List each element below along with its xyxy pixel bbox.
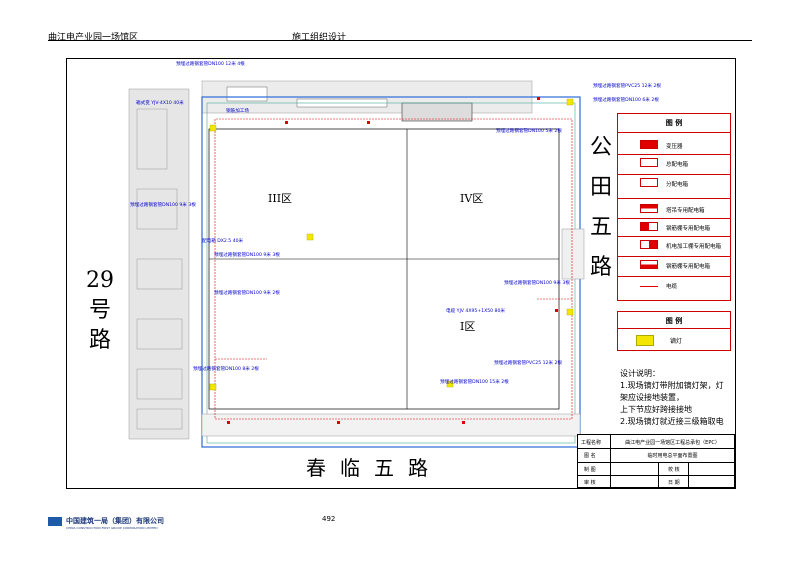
tb-project-label: 工程名称 <box>581 440 602 446</box>
road-right-name: 公田五路 <box>589 135 612 280</box>
footer-company: 中国建筑一局（集团）有限公司 <box>66 517 164 525</box>
label-pipe-top-right: 预埋过路钢套管PVC25 12米 2根 <box>593 84 661 89</box>
rebar-box2-icon <box>640 260 658 269</box>
left-buildings <box>128 88 190 440</box>
label-pipe-mid-right: 预埋过路钢套管DN100 5米 2根 <box>496 129 562 134</box>
rebar-box-icon <box>640 222 658 231</box>
tower-box-icon <box>640 204 658 213</box>
tb-project-value: 曲江电产业园一场馆区工程总承包（EPC） <box>625 440 720 446</box>
notes-title: 设计说明： <box>620 369 660 378</box>
lamp-icon <box>636 335 654 346</box>
zone-3: III区 <box>268 192 293 205</box>
notes-line-3: 上下节应好跨接接地 <box>620 405 692 414</box>
mep-box-icon <box>640 240 658 249</box>
design-notes: 设计说明： 1.现场镝灯带附加镝灯架，灯 架应设接地装置， 上下节应好跨接接地 … <box>620 368 724 428</box>
label-pipe-bottom: 预埋过路钢套管DN100 15米 2根 <box>440 380 509 385</box>
zone-4: IV区 <box>460 192 484 205</box>
site-plan <box>128 80 585 448</box>
label-pipe-center2: 预埋过路钢套管DN100 9米 2根 <box>214 291 280 296</box>
notes-line-2: 架应设接地装置， <box>620 393 684 402</box>
road-bottom-name: 春临五路 <box>306 456 442 480</box>
label-transformer-left: 箱式变 YJV-4X10 40米 <box>136 101 184 106</box>
tb-made-label: 制 图 <box>584 467 596 473</box>
legend-item-6: 机电加工棚专用配电箱 <box>666 244 722 250</box>
transformer-icon <box>640 140 658 149</box>
title-block: 工程名称 曲江电产业园一场馆区工程总承包（EPC） 图 名 临时用电总平面布置图… <box>577 434 735 488</box>
label-pipe-bottom-left: 预埋过路钢套管DN100 8米 2根 <box>193 367 259 372</box>
road-left-name: 29号路 <box>86 268 114 353</box>
label-pipe-right-mid: 预埋过路钢套管DN100 9米 3根 <box>504 281 570 286</box>
company-logo-icon <box>48 517 62 526</box>
legend-item-3: 分配电箱 <box>666 182 689 188</box>
tb-date-label: 日 期 <box>668 480 680 486</box>
label-electric-left: 配电箱 DX2.5 40米 <box>202 239 244 244</box>
tb-check-label: 校 核 <box>668 467 680 473</box>
legend-item-8: 电缆 <box>666 284 678 290</box>
label-steel-yard: 钢筋加工场 <box>226 109 249 114</box>
sub-box-icon <box>640 178 658 187</box>
tb-drawing-value: 临时用电总平面布置图 <box>647 453 698 459</box>
header-left-title: 曲江电产业园一场馆区 <box>48 33 139 43</box>
label-pipe-top-right2: 预埋过路钢套管DN100 6米 2根 <box>593 98 659 103</box>
zone-1: I区 <box>460 320 476 333</box>
notes-line-4: 2.现场镝灯就近接三级箱取电 <box>620 417 724 426</box>
legend2-panel: 图 例 镝灯 <box>617 311 731 351</box>
legend-item-7: 钢筋棚专用配电箱 <box>666 264 711 270</box>
header-rule <box>48 40 752 41</box>
label-pipe-lower-right: 预埋过路钢套管PVC25 12米 2根 <box>494 361 562 366</box>
label-pipe-center: 预埋过路钢套管DN100 9米 3根 <box>214 253 280 258</box>
legend2-item: 镝灯 <box>670 338 683 345</box>
header-center-title: 施工组织设计 <box>292 33 347 43</box>
legend-item-5: 钢筋棚专用配电箱 <box>666 226 711 232</box>
legend-title: 图 例 <box>665 119 683 127</box>
legend-item-2: 总配电箱 <box>666 162 689 168</box>
footer-company-en: CHINA CONSTRUCTION FIRST GROUP CORPORATI… <box>66 526 158 530</box>
tb-review-label: 审 核 <box>584 480 596 486</box>
cable-icon <box>640 286 658 287</box>
drawing-frame <box>66 58 736 489</box>
legend-item-1: 变压器 <box>666 144 683 150</box>
tb-drawing-label: 图 名 <box>584 453 596 459</box>
footer-page: 492 <box>322 515 336 523</box>
label-pipe-left: 预埋过路钢套管DN100 9米 3根 <box>130 203 196 208</box>
main-box-icon <box>640 158 658 167</box>
legend-item-4: 塔吊专用配电箱 <box>666 208 705 214</box>
legend-panel: 图 例 变压器 总配电箱 分配电箱 塔吊专用配电箱 钢筋棚专用配电箱 机电加工棚… <box>617 113 731 301</box>
label-pipe-top: 预埋过路钢套管DN100 12米 4根 <box>176 62 245 67</box>
notes-line-1: 1.现场镝灯带附加镝灯架，灯 <box>620 381 724 390</box>
legend2-title: 图 例 <box>665 317 683 325</box>
label-cable-mid: 电缆 YJV 4X95+1X50 80米 <box>446 309 505 314</box>
